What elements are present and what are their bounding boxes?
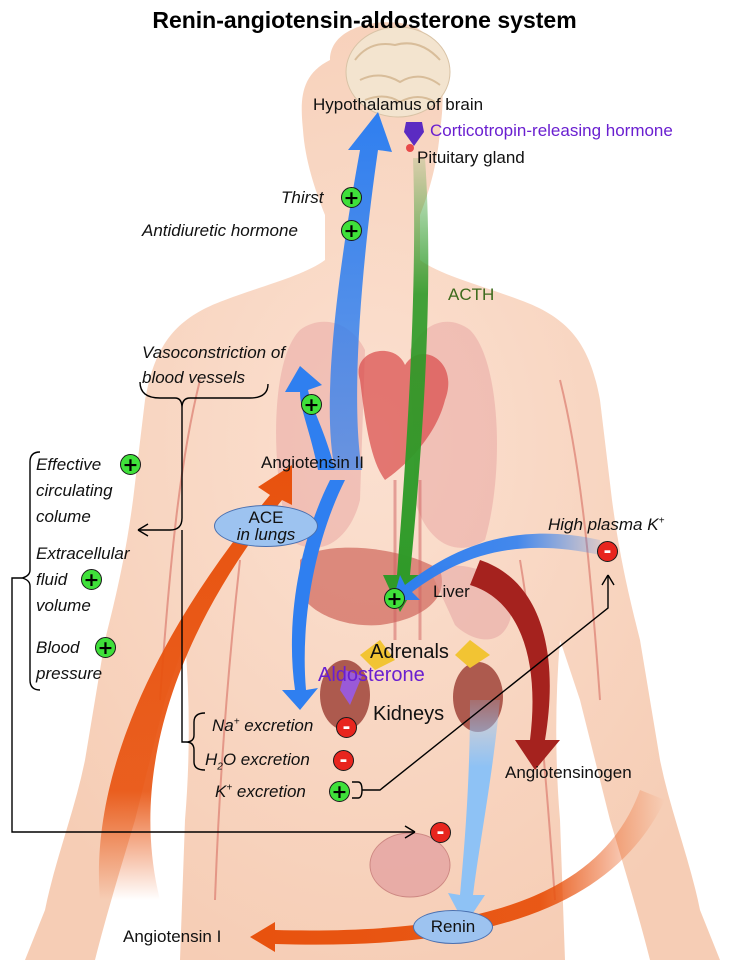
thirst-label: Thirst bbox=[281, 188, 324, 207]
na-rest: excretion bbox=[239, 716, 314, 735]
vasoconstriction-label-1: Vasoconstriction of bbox=[142, 343, 285, 362]
h2o-h: H bbox=[205, 750, 218, 769]
renin-arrow bbox=[448, 700, 500, 925]
na-minus-icon: - bbox=[336, 717, 357, 738]
ace-label-1: ACE bbox=[248, 508, 284, 527]
ecf-plus-icon: + bbox=[81, 569, 102, 590]
vasoconstriction-plus-icon: + bbox=[301, 394, 322, 415]
bladder-minus-icon: - bbox=[430, 822, 451, 843]
aldosterone-label: Aldosterone bbox=[318, 664, 425, 686]
kidneys-label: Kidneys bbox=[373, 703, 445, 725]
adh-label: Antidiuretic hormone bbox=[142, 221, 298, 240]
h2o-rest: O excretion bbox=[222, 750, 310, 769]
angiotensin2-arrows bbox=[282, 112, 600, 710]
high-plasma-k-sup: + bbox=[658, 515, 665, 527]
effective-label-2: circulating bbox=[36, 481, 113, 500]
aldosterone-arrow bbox=[340, 670, 362, 705]
angiotensinogen-label: Angiotensinogen bbox=[505, 763, 632, 782]
k-plus-icon: + bbox=[329, 781, 350, 802]
high-k-minus-icon: - bbox=[597, 541, 618, 562]
vasoconstriction-label-2: blood vessels bbox=[142, 368, 246, 387]
effective-label-3: colume bbox=[36, 507, 91, 526]
crh-label: Corticotropin-releasing hormone bbox=[430, 121, 673, 140]
high-plasma-k-label: High plasma K+ bbox=[548, 515, 664, 535]
liver-label: Liver bbox=[433, 582, 470, 601]
k-sup: + bbox=[226, 782, 233, 794]
k-excretion-label: K+ excretion bbox=[215, 782, 306, 802]
high-plasma-k-text: High plasma K bbox=[548, 515, 659, 534]
pituitary-label: Pituitary gland bbox=[417, 148, 525, 167]
angiotensinogen-arrow bbox=[470, 560, 560, 770]
connector-lines bbox=[11, 381, 615, 839]
acth-adrenal-plus-icon: + bbox=[384, 588, 405, 609]
hypothalamus-label: Hypothalamus of brain bbox=[313, 95, 484, 114]
ace-label-2: in lungs bbox=[236, 525, 296, 544]
effective-plus-icon: + bbox=[120, 454, 141, 475]
acth-label: ACTH bbox=[448, 285, 495, 304]
bp-plus-icon: + bbox=[95, 637, 116, 658]
angiotensin1-to-2-arrow bbox=[98, 465, 292, 900]
na-sup: + bbox=[233, 716, 240, 728]
k-rest: excretion bbox=[232, 782, 306, 801]
ecf-label-2: fluid bbox=[36, 570, 68, 589]
renin-ellipse: Renin bbox=[413, 910, 493, 944]
na-excretion-label: Na+ excretion bbox=[212, 716, 313, 736]
bp-label-1: Blood bbox=[36, 638, 80, 657]
ecf-label-1: Extracellular bbox=[36, 544, 130, 563]
effective-label-1: Effective bbox=[36, 455, 102, 474]
renin-label: Renin bbox=[430, 917, 476, 936]
ace-ellipse: ACE in lungs bbox=[214, 505, 318, 547]
thirst-plus-icon: + bbox=[341, 187, 362, 208]
adh-plus-icon: + bbox=[341, 220, 362, 241]
page-title: Renin-angiotensin-aldosterone system bbox=[152, 7, 577, 33]
bp-label-2: pressure bbox=[36, 664, 103, 683]
crh-arrow bbox=[404, 122, 424, 146]
na-text: Na bbox=[212, 716, 234, 735]
ecf-label-3: volume bbox=[36, 596, 91, 615]
h2o-excretion-label: H2O excretion bbox=[205, 750, 310, 773]
h2o-sub: 2 bbox=[217, 761, 223, 773]
h2o-minus-icon: - bbox=[333, 750, 354, 771]
adrenals-label: Adrenals bbox=[370, 641, 449, 663]
k-text: K bbox=[215, 782, 227, 801]
acth-arrow bbox=[383, 158, 429, 612]
angiotensin1-label: Angiotensin I bbox=[123, 927, 222, 946]
angiotensin2-label: Angiotensin II bbox=[261, 453, 365, 472]
